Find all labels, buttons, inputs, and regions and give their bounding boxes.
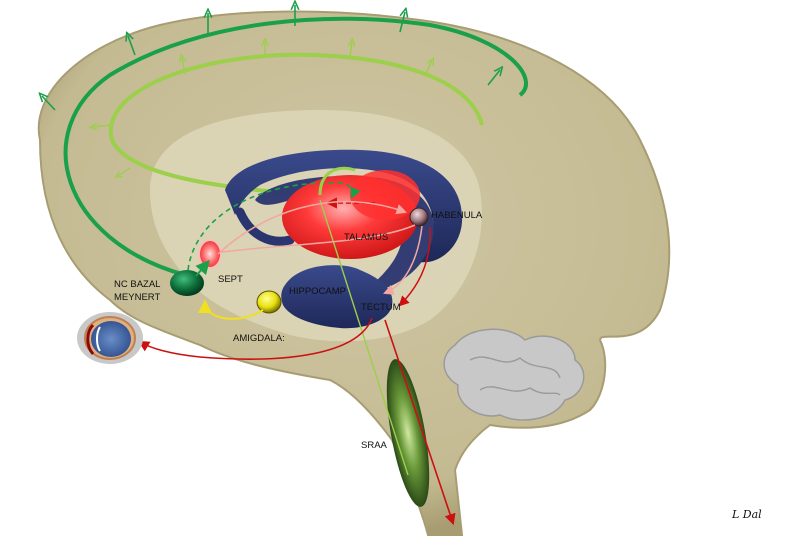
label-hippocamp: HIPPOCAMP — [289, 286, 346, 297]
label-sept: SEPT — [218, 274, 243, 285]
label-meynert: MEYNERT — [114, 292, 160, 303]
label-talamus: TALAMUS — [344, 232, 388, 243]
label-sraa: SRAA — [361, 440, 388, 451]
label-nc-bazal: NC BAZAL — [114, 279, 160, 290]
eye — [77, 312, 143, 364]
label-tectum: TECTUM — [361, 302, 401, 313]
amygdala — [257, 291, 281, 313]
habenula — [410, 208, 428, 226]
label-habenula: HABENULA — [431, 210, 483, 221]
label-amigdala: AMIGDALA: — [233, 333, 285, 344]
septum — [199, 240, 221, 268]
signature: L Dal — [731, 508, 762, 521]
